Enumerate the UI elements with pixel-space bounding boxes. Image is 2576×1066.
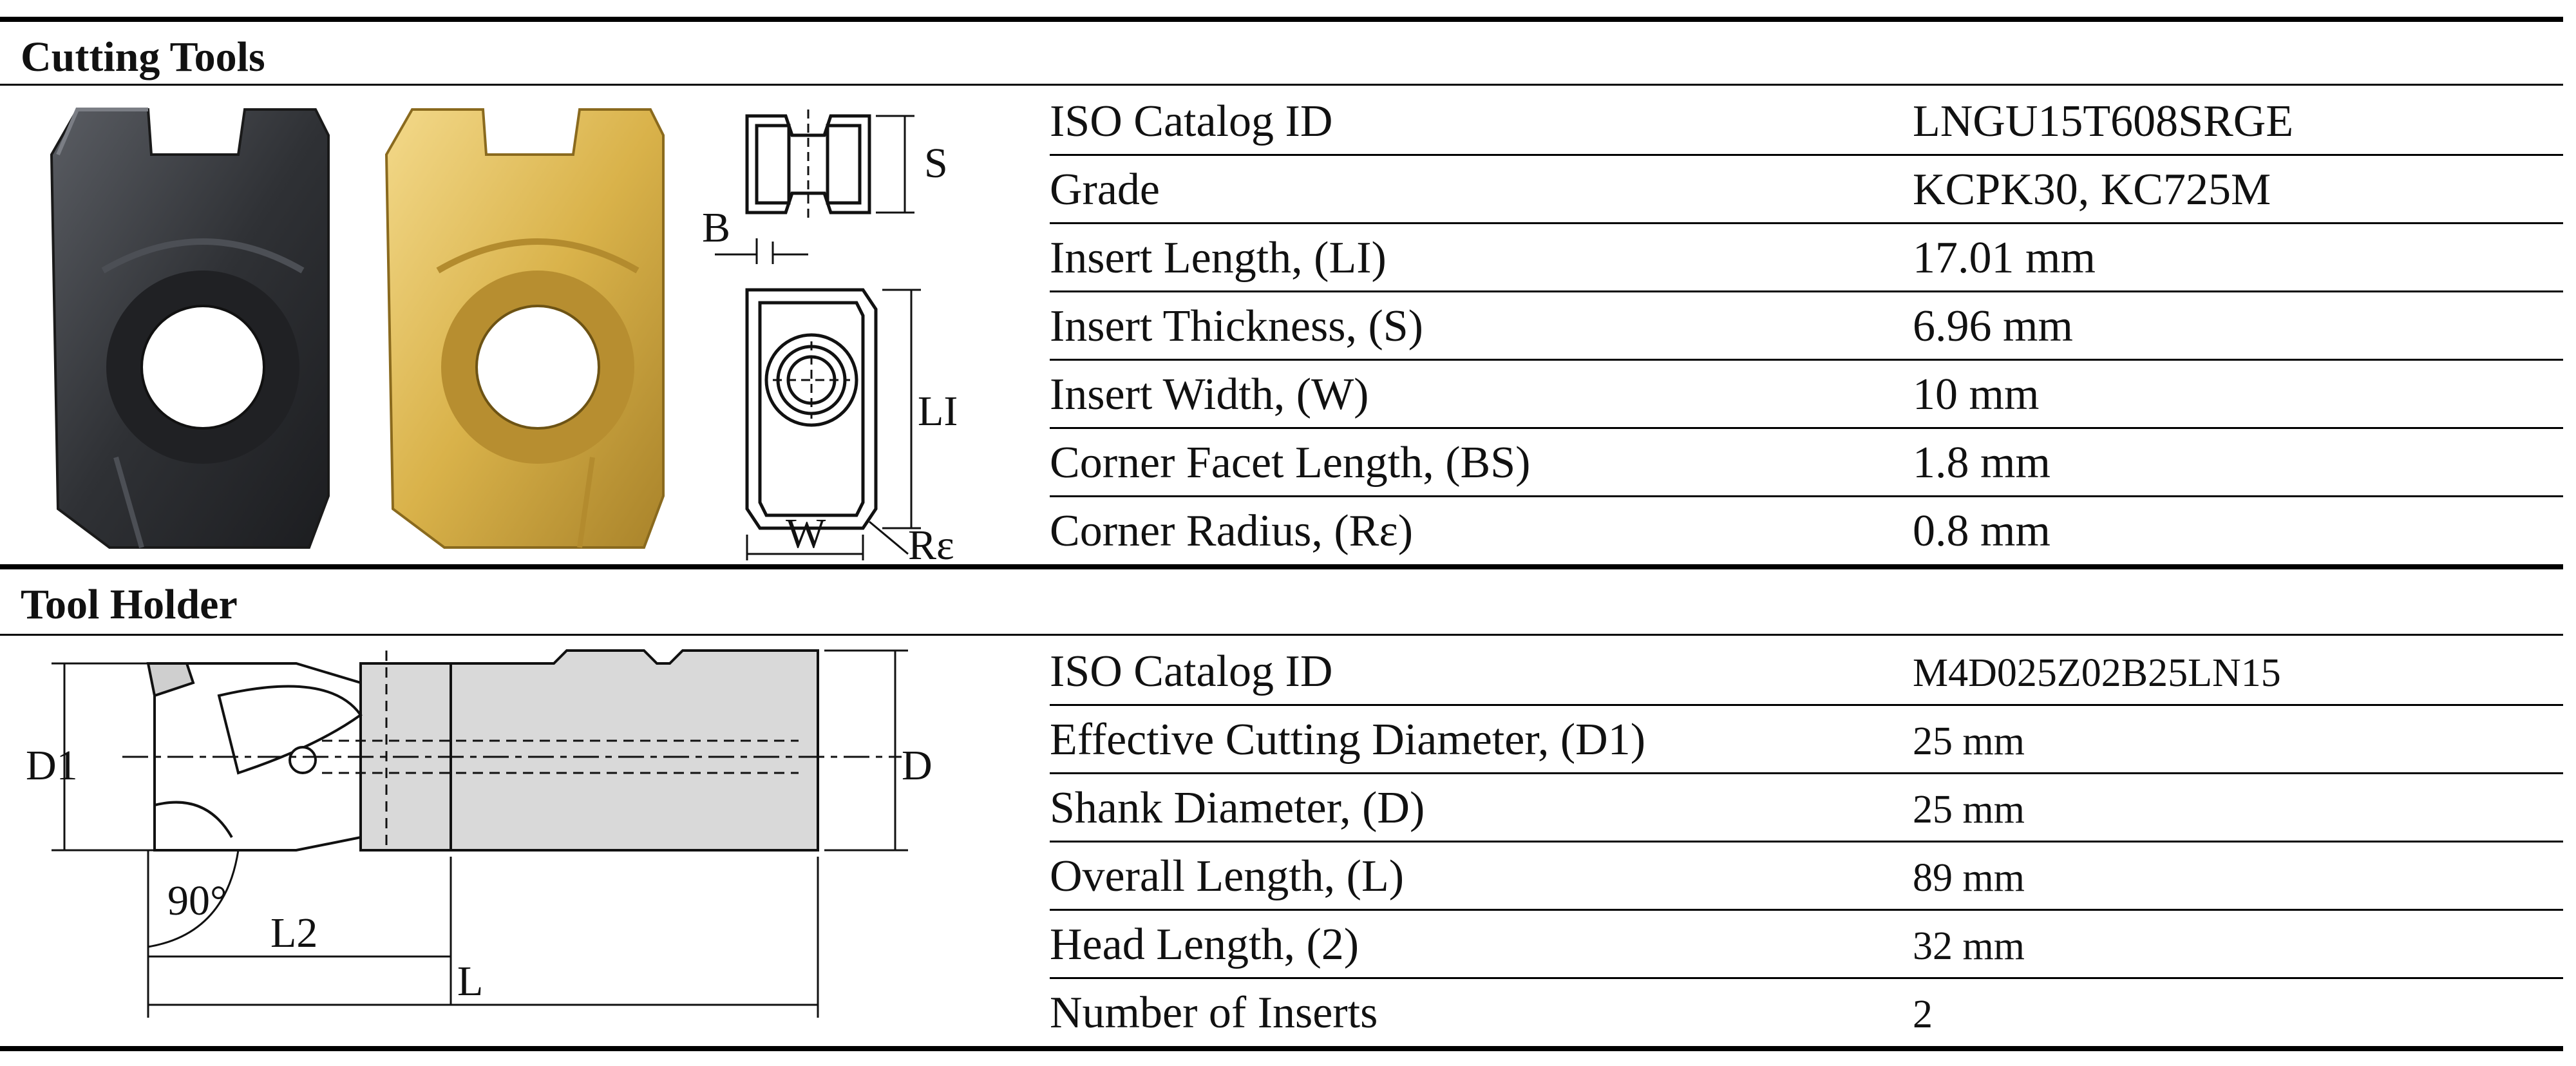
row-divider (1050, 427, 2563, 429)
section-rule-cutting-tools (0, 84, 2563, 86)
row-label: Insert Width, (W) (1050, 370, 1369, 419)
table-row: Insert Width, (W) 10 mm (1050, 361, 2563, 429)
row-label: Shank Diameter, (D) (1050, 783, 1425, 833)
row-value: 6.96 mm (1913, 301, 2073, 351)
section-divider (0, 564, 2563, 569)
row-value: 17.01 mm (1913, 233, 2096, 283)
row-value: 25 mm (1913, 788, 2025, 832)
dim-label-d1: D1 (26, 742, 78, 789)
dim-label-li: LI (918, 388, 958, 435)
row-label: Insert Thickness, (S) (1050, 301, 1423, 351)
row-label: ISO Catalog ID (1050, 647, 1333, 696)
row-divider (1050, 772, 2563, 774)
top-rule (0, 17, 2563, 22)
row-label: Effective Cutting Diameter, (D1) (1050, 715, 1646, 765)
table-row: Corner Radius, (Rε) 0.8 mm (1050, 497, 2563, 566)
table-row: Head Length, (2) 32 mm (1050, 911, 2563, 979)
section-title-tool-holder: Tool Holder (21, 581, 238, 628)
row-value: 1.8 mm (1913, 438, 2050, 488)
row-divider (1050, 222, 2563, 224)
row-value: M4D025Z02B25LN15 (1913, 651, 2281, 695)
table-row: Shank Diameter, (D) 25 mm (1050, 774, 2563, 842)
row-label: Number of Inserts (1050, 988, 1378, 1038)
row-value: 25 mm (1913, 719, 2025, 763)
row-label: Corner Radius, (Rε) (1050, 506, 1414, 556)
section-rule-tool-holder (0, 634, 2563, 636)
dim-label-l2: L2 (270, 909, 317, 957)
section-title-cutting-tools: Cutting Tools (21, 33, 265, 81)
table-row: Number of Inserts 2 (1050, 979, 2563, 1047)
row-value: 10 mm (1913, 370, 2040, 419)
row-label: Overall Length, (L) (1050, 852, 1405, 901)
dim-label-l: L (457, 958, 483, 1005)
row-divider (1050, 359, 2563, 361)
row-value: 2 (1913, 993, 1933, 1036)
table-row: ISO Catalog ID LNGU15T608SRGE (1050, 88, 2563, 156)
table-row: Insert Thickness, (S) 6.96 mm (1050, 292, 2563, 361)
row-divider (1050, 909, 2563, 911)
dim-label-w: W (786, 510, 826, 557)
dim-label-angle: 90° (167, 877, 227, 924)
table-row: Effective Cutting Diameter, (D1) 25 mm (1050, 706, 2563, 774)
row-divider (1050, 977, 2563, 979)
dim-label-r: Rε (908, 522, 954, 560)
row-value: 32 mm (1913, 924, 2025, 968)
row-divider (1050, 154, 2563, 156)
table-row: ISO Catalog ID M4D025Z02B25LN15 (1050, 638, 2563, 706)
table-row: Insert Length, (LI) 17.01 mm (1050, 224, 2563, 292)
row-divider (1050, 704, 2563, 706)
table-row: Grade KCPK30, KC725M (1050, 156, 2563, 224)
row-value: KCPK30, KC725M (1913, 165, 2271, 214)
insert-technical-drawing: S B LI W Rε (696, 97, 966, 560)
gold-insert-image (374, 97, 683, 560)
table-row: Overall Length, (L) 89 mm (1050, 842, 2563, 911)
dim-label-s: S (924, 140, 948, 187)
dark-insert-image (39, 97, 348, 560)
row-label: ISO Catalog ID (1050, 97, 1333, 146)
row-value: LNGU15T608SRGE (1913, 97, 2294, 146)
row-value: 89 mm (1913, 856, 2025, 900)
row-value: 0.8 mm (1913, 506, 2050, 556)
dim-label-b: B (702, 204, 730, 251)
row-label: Grade (1050, 165, 1160, 214)
row-label: Insert Length, (LI) (1050, 233, 1387, 283)
row-divider (1050, 290, 2563, 292)
dim-label-d: D (902, 742, 933, 789)
bottom-rule (0, 1046, 2563, 1051)
table-row: Corner Facet Length, (BS) 1.8 mm (1050, 429, 2563, 497)
row-divider (1050, 841, 2563, 842)
row-divider (1050, 495, 2563, 497)
row-label: Corner Facet Length, (BS) (1050, 438, 1531, 488)
tool-holder-drawing: D1 D 90° L2 L (26, 644, 953, 1037)
row-label: Head Length, (2) (1050, 920, 1359, 969)
